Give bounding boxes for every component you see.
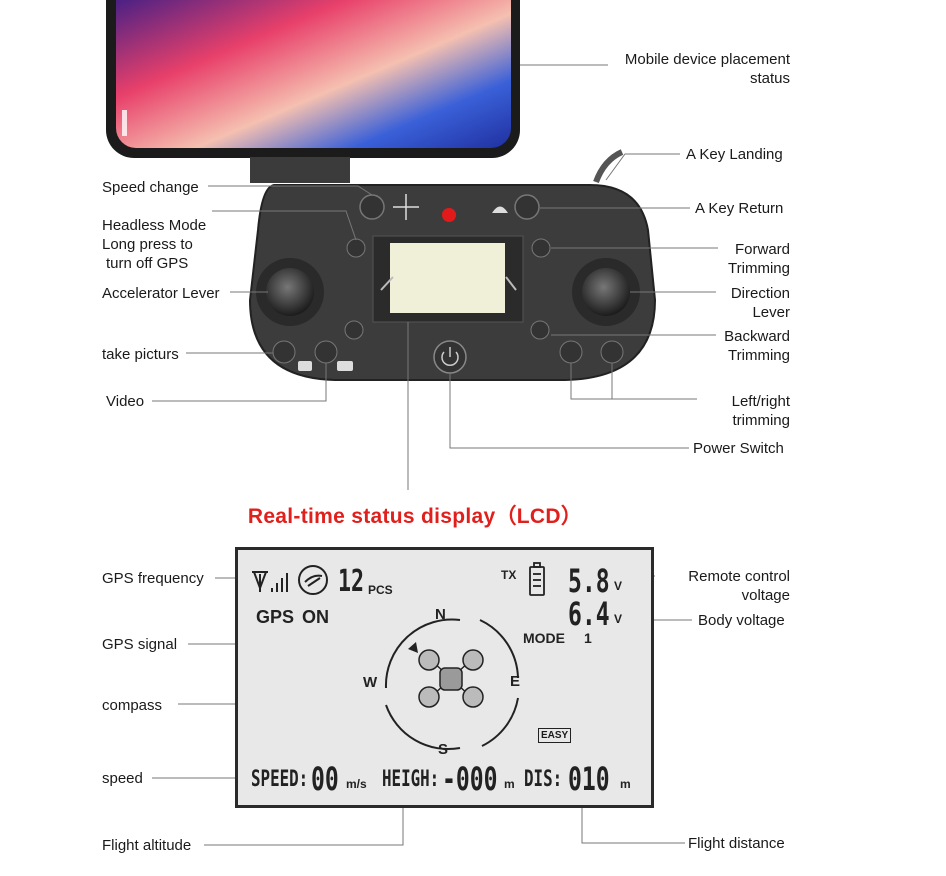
throttle-trim-button-icon xyxy=(344,320,364,340)
label-accelerator-lever: Accelerator Lever xyxy=(102,285,220,302)
phone-clamp xyxy=(250,157,350,183)
heading-arrow-icon xyxy=(408,642,418,653)
right-stick-icon xyxy=(582,268,630,316)
status-led-icon xyxy=(442,208,456,222)
speed-value: 00 xyxy=(311,760,339,798)
easy-badge: EASY xyxy=(538,728,572,743)
height-label: HEIGH: xyxy=(382,767,440,792)
compass-cross-icon xyxy=(393,194,419,220)
label-compass: compass xyxy=(102,697,163,714)
remote-voltage-value: 5.8 xyxy=(568,562,610,600)
satellite-icon xyxy=(298,565,328,595)
compass-west: W xyxy=(363,674,378,691)
home-return-icon xyxy=(492,206,508,213)
photo-button-icon xyxy=(272,340,296,364)
label-power-switch: Power Switch xyxy=(693,440,784,457)
remote-voltage-unit: V xyxy=(614,579,623,593)
section-title: Real-time status display（LCD） xyxy=(247,505,583,528)
compass-south: S xyxy=(438,741,449,758)
satellite-count: 12 xyxy=(338,564,365,599)
distance-unit: m xyxy=(620,777,631,791)
label-mobile-device-placement: Mobile device placement status xyxy=(624,51,790,87)
right-trim-button-icon xyxy=(600,340,624,364)
backward-trim-button-icon xyxy=(530,320,550,340)
label-speed: speed xyxy=(102,770,143,787)
label-body-voltage: Body voltage xyxy=(698,612,785,629)
tx-label: TX xyxy=(501,568,517,582)
height-unit: m xyxy=(504,777,515,791)
forward-trim-button-icon xyxy=(531,238,551,258)
controller-illustration xyxy=(248,149,657,381)
height-value: -000 xyxy=(442,760,498,798)
label-direction-lever: Direction Lever xyxy=(730,285,790,321)
body-voltage-unit: V xyxy=(614,612,623,626)
phone-illustration xyxy=(106,0,520,183)
gps-text: GPS xyxy=(256,607,295,627)
phone-screen xyxy=(116,0,511,148)
left-trim-button-icon xyxy=(559,340,583,364)
label-take-pictures: take picturs xyxy=(102,346,179,363)
mode-label: MODE xyxy=(523,630,565,646)
label-gps-frequency: GPS frequency xyxy=(102,570,204,587)
return-button-icon xyxy=(514,194,540,220)
label-headless-mode: Headless Mode Long press to turn off GPS xyxy=(102,217,207,272)
drone-icon xyxy=(418,649,484,708)
lcd-panel: 12 PCS GPS ON TX 5.8 V 6.4 V MODE 1 N S … xyxy=(235,547,654,808)
label-speed-change: Speed change xyxy=(102,179,199,196)
body-voltage-value: 6.4 xyxy=(568,595,610,633)
satellite-unit: PCS xyxy=(368,583,393,597)
compass-east: E xyxy=(510,673,521,690)
leader-lines xyxy=(152,64,718,490)
label-backward-trimming: Backward Trimming xyxy=(724,328,790,364)
label-flight-altitude: Flight altitude xyxy=(102,837,192,854)
compass-ring-icon xyxy=(384,618,519,751)
headless-button-icon xyxy=(346,238,366,258)
controller-screen xyxy=(390,243,505,313)
label-gps-signal: GPS signal xyxy=(102,636,178,653)
video-button-icon xyxy=(314,340,338,364)
distance-value: 010 xyxy=(568,760,610,798)
speed-unit: m/s xyxy=(346,777,367,791)
label-video: Video xyxy=(106,393,145,410)
lcd-graphics xyxy=(252,562,545,751)
label-a-key-landing: A Key Landing xyxy=(686,146,783,163)
antenna-icon xyxy=(593,149,624,184)
label-left-right-trimming: Left/right trimming xyxy=(731,393,790,429)
mode-value: 1 xyxy=(584,630,592,646)
label-remote-control-voltage: Remote control voltage xyxy=(688,568,790,604)
compass-north: N xyxy=(435,606,446,623)
gps-state: ON xyxy=(302,607,329,627)
label-forward-trimming: Forward Trimming xyxy=(728,241,790,277)
label-flight-distance: Flight distance xyxy=(688,835,785,852)
distance-label: DIS: xyxy=(524,767,563,792)
speed-label: SPEED: xyxy=(251,767,309,792)
video-camera-icon xyxy=(337,361,353,371)
label-a-key-return: A Key Return xyxy=(695,200,784,217)
signal-antenna-icon xyxy=(252,571,288,592)
left-stick-icon xyxy=(266,268,314,316)
battery-icon xyxy=(529,562,545,596)
camera-icon xyxy=(298,361,312,371)
speed-button-icon xyxy=(359,194,385,220)
